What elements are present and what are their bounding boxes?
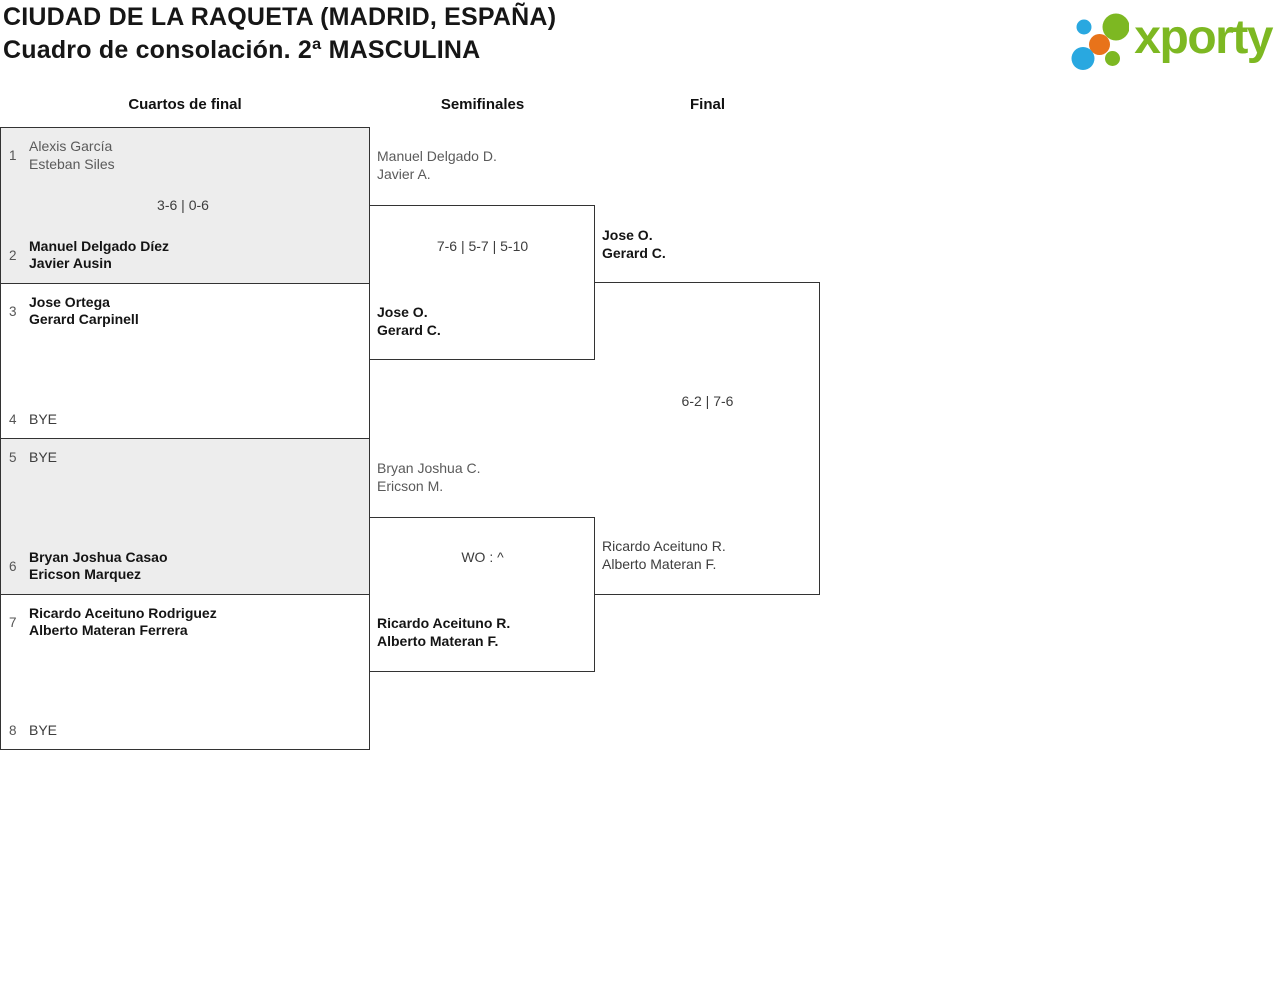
team-slot-5: 5 BYE [9, 449, 357, 467]
match-score [9, 672, 357, 690]
final-team2-label: Ricardo Aceituno R. Alberto Materan F. [602, 538, 726, 572]
xporty-logo-text: xporty [1134, 11, 1273, 64]
match-semifinal-1[interactable] [370, 205, 595, 360]
team-slot-3: 3 Jose Ortega Gerard Carpinell [9, 294, 357, 329]
seed-number: 6 [9, 558, 17, 574]
match-quarterfinal-3[interactable]: 5 BYE 6 Bryan Joshua Casao Ericson Marqu… [1, 438, 369, 594]
sf2-team1-label: Bryan Joshua C. Ericson M. [377, 460, 481, 494]
final-team1-label: Jose O. Gerard C. [602, 227, 666, 261]
seed-number: 2 [9, 247, 17, 263]
sf1-team2-label: Jose O. Gerard C. [377, 304, 441, 338]
match-quarterfinal-2[interactable]: 3 Jose Ortega Gerard Carpinell 4 BYE [1, 282, 369, 439]
match-quarterfinal-1[interactable]: 1 Alexis García Esteban Siles 3-6 | 0-6 … [1, 128, 369, 283]
team-names: Bryan Joshua Casao Ericson Marquez [29, 548, 168, 583]
seed-number: 3 [9, 303, 17, 319]
xporty-dots-icon [1071, 13, 1130, 70]
seed-number: 1 [9, 148, 17, 163]
round-header-semifinals: Semifinales [440, 96, 525, 113]
match-score [9, 499, 357, 517]
team-names: BYE [29, 721, 58, 738]
team-slot-7: 7 Ricardo Aceituno Rodriguez Alberto Mat… [9, 605, 357, 640]
match-semifinal-2[interactable] [370, 517, 595, 672]
team-names: BYE [29, 449, 58, 465]
team-names: Alexis García Esteban Siles [29, 138, 115, 172]
bracket-subtitle: Cuadro de consolación. 2ª MASCULINA [3, 36, 481, 64]
team-names: Ricardo Aceituno Rodriguez Alberto Mater… [29, 604, 217, 639]
team-names: Jose Ortega Gerard Carpinell [29, 293, 139, 328]
seed-number: 7 [9, 614, 17, 630]
sf2-team2-label: Ricardo Aceituno R. Alberto Materan F. [377, 615, 511, 649]
sf1-score: 7-6 | 5-7 | 5-10 [436, 238, 529, 254]
team-slot-2: 2 Manuel Delgado Díez Javier Ausin [9, 238, 357, 273]
team-names: Manuel Delgado Díez Javier Ausin [29, 237, 170, 272]
match-quarterfinal-4[interactable]: 7 Ricardo Aceituno Rodriguez Alberto Mat… [1, 593, 369, 750]
team-names: BYE [29, 410, 58, 427]
sf2-score: WO : ^ [461, 549, 504, 565]
seed-number: 5 [9, 450, 17, 466]
round-header-quarterfinals: Cuartos de final [128, 96, 242, 113]
sf1-team1-label: Manuel Delgado D. Javier A. [377, 148, 497, 182]
round-headers: Cuartos de final Semifinales Final [0, 96, 900, 118]
page-header: CIUDAD DE LA RAQUETA (MADRID, ESPAÑA) Cu… [3, 1, 556, 67]
match-score: 3-6 | 0-6 [157, 197, 209, 214]
final-score: 6-2 | 7-6 [681, 393, 734, 409]
team-slot-8: 8 BYE [9, 722, 357, 740]
xporty-logo[interactable]: xporty [1066, 3, 1273, 79]
team-slot-1: 1 Alexis García Esteban Siles [9, 138, 357, 173]
match-score [9, 361, 357, 379]
seed-number: 8 [9, 722, 17, 738]
match-final[interactable] [595, 282, 820, 595]
tournament-title: CIUDAD DE LA RAQUETA (MADRID, ESPAÑA) [3, 3, 557, 31]
round-header-final: Final [689, 96, 725, 113]
team-slot-4: 4 BYE [9, 411, 357, 429]
seed-number: 4 [9, 411, 17, 427]
quarterfinals-column: 1 Alexis García Esteban Siles 3-6 | 0-6 … [0, 127, 370, 750]
team-slot-6: 6 Bryan Joshua Casao Ericson Marquez [9, 549, 357, 584]
